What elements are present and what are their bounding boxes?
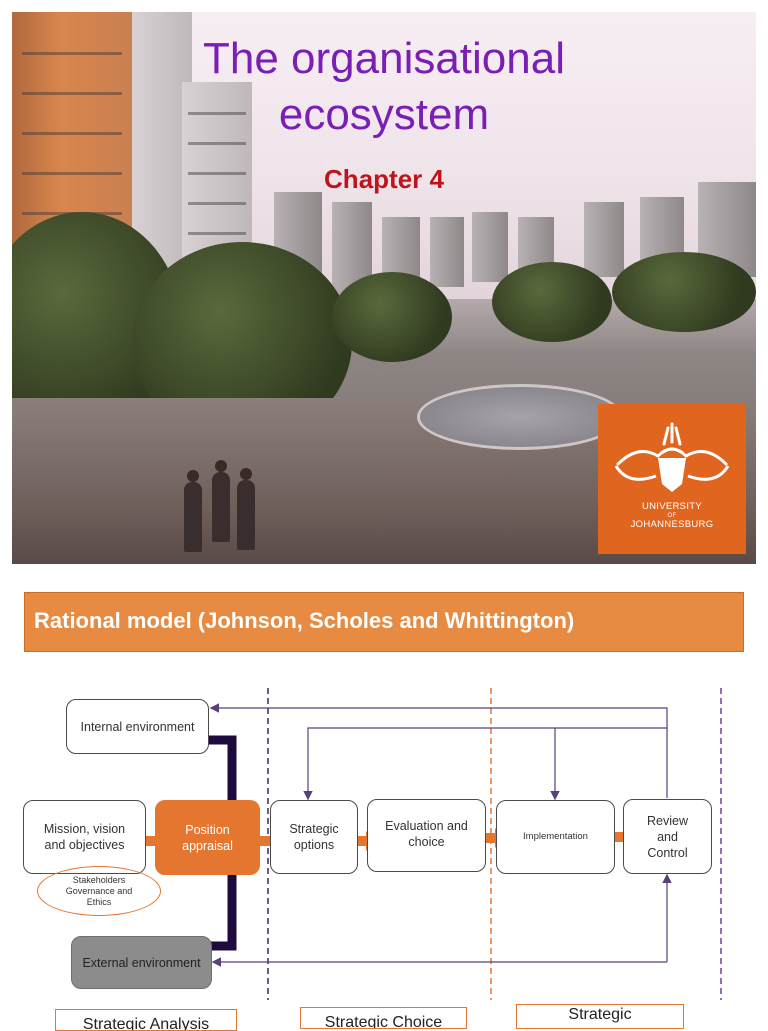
building-row-7 [584,202,624,277]
tree-bush [332,272,452,362]
tree-right-1 [492,262,612,342]
person-3 [237,468,255,550]
review-control-box: Review and Control [623,799,712,874]
slide-title-line-1: The organisational [202,34,565,83]
slide-title-line-2: ecosystem [278,90,490,139]
strategic-label: Strategic [516,1004,684,1029]
model-title: Rational model (Johnson, Scholes and Whi… [34,608,575,633]
logo-line-2: OF [667,513,677,519]
mission-vision-box: Mission, vision and objectives [23,800,146,874]
building-row-4 [430,217,464,287]
stakeholders-ellipse: Stakeholders Governance and Ethics [37,866,161,916]
model-title-banner: Rational model (Johnson, Scholes and Whi… [24,592,744,652]
tree-right-2 [612,252,756,332]
building-row-5 [472,212,508,282]
strategic-choice-label: Strategic Choice [300,1007,467,1029]
chapter-label: Chapter 4 [324,164,444,194]
pond [417,384,623,450]
internal-environment-box: Internal environment [66,699,209,754]
logo-line-3: JOHANNESBURG [630,519,714,530]
person-1 [184,470,202,552]
logo-line-1: UNIVERSITY [641,501,702,512]
strategic-choice-text: Strategic Choice [324,1014,443,1029]
university-logo: UNIVERSITY OF JOHANNESBURG [598,404,746,554]
strategic-options-box: Strategic options [270,800,358,874]
bird-emblem-icon [614,422,730,492]
external-environment-box: External environment [71,936,212,989]
implementation-box: Implementation [496,800,615,874]
title-slide: The organisational ecosystem Chapter 4 U… [12,12,756,564]
person-2 [212,460,230,542]
position-appraisal-box: Position appraisal [155,800,260,875]
evaluation-choice-box: Evaluation and choice [367,799,486,872]
strategic-analysis-label: Strategic Analysis [55,1009,237,1031]
strategic-text: Strategic [568,1006,632,1023]
